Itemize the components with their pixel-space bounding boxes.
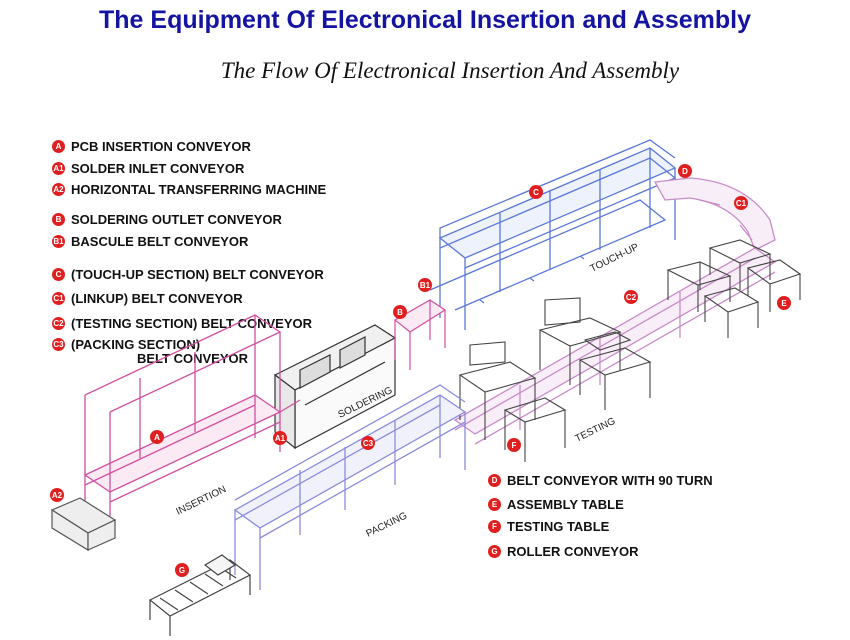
marker-f: F	[507, 438, 521, 452]
marker-c3: C3	[361, 436, 375, 450]
svg-text:C3: C3	[363, 439, 374, 448]
marker-badge: G	[488, 545, 501, 559]
legend-item-b: B SOLDERING OUTLET CONVEYOR	[52, 211, 282, 227]
marker-badge: A	[52, 140, 65, 154]
legend-item-d: D BELT CONVEYOR WITH 90 TURN	[488, 472, 713, 488]
legend-item-a: A PCB INSERTION CONVEYOR	[52, 138, 251, 154]
legend-item-b1: B1 BASCULE BELT CONVEYOR	[52, 233, 248, 249]
testing-tables	[458, 297, 652, 462]
svg-text:A: A	[154, 433, 160, 442]
svg-text:A2: A2	[52, 491, 63, 500]
marker-e: E	[777, 296, 791, 310]
marker-badge: C	[52, 268, 65, 282]
svg-text:A1: A1	[275, 434, 286, 443]
section-label-touch-up: TOUCH-UP	[588, 242, 640, 275]
marker-d: D	[678, 164, 692, 178]
legend-label: BELT CONVEYOR WITH 90 TURN	[507, 473, 713, 489]
soldering-machine	[273, 324, 397, 450]
marker-badge: B1	[52, 235, 65, 249]
marker-badge: A1	[52, 162, 65, 176]
marker-g: G	[175, 563, 189, 577]
legend-item-c: C (TOUCH-UP SECTION) BELT CONVEYOR	[52, 266, 324, 282]
section-label-packing: PACKING	[364, 510, 409, 539]
roller-conveyor-g	[148, 554, 252, 636]
marker-badge: A2	[52, 183, 65, 197]
legend-label: HORIZONTAL TRANSFERRING MACHINE	[71, 182, 327, 198]
legend-item-c2: C2 (TESTING SECTION) BELT CONVEYOR	[52, 315, 312, 331]
marker-c1: C1	[734, 196, 748, 210]
marker-badge: C1	[52, 292, 65, 306]
legend-label: (PACKING SECTION)	[71, 337, 201, 353]
svg-text:F: F	[512, 441, 517, 450]
marker-badge: C2	[52, 317, 65, 331]
assembly-tables	[666, 239, 802, 338]
section-label-testing: TESTING	[573, 416, 617, 445]
legend-label: (TESTING SECTION) BELT CONVEYOR	[71, 316, 312, 332]
svg-text:C: C	[533, 188, 539, 197]
legend-item-e: E ASSEMBLY TABLE	[488, 496, 624, 512]
insertion-conveyor	[83, 314, 301, 535]
legend-label: TESTING TABLE	[507, 519, 610, 535]
legend-item-a2: A2 HORIZONTAL TRANSFERRING MACHINE	[52, 181, 326, 197]
svg-text:E: E	[781, 299, 787, 308]
legend-label: ROLLER CONVEYOR	[507, 544, 639, 560]
page-title: The Equipment Of Electronical Insertion …	[99, 6, 751, 34]
marker-c: C	[529, 185, 543, 199]
legend-label: BASCULE BELT CONVEYOR	[71, 234, 249, 250]
marker-c2: C2	[624, 290, 638, 304]
marker-a1: A1	[273, 431, 287, 445]
outlet-conveyor-b	[393, 299, 447, 370]
marker-badge: E	[488, 498, 501, 512]
turn-conveyor-d	[653, 177, 776, 251]
svg-text:C2: C2	[626, 293, 637, 302]
marker-a2: A2	[50, 488, 64, 502]
legend-item-f: F TESTING TABLE	[488, 518, 609, 534]
marker-badge: C3	[52, 338, 65, 352]
legend-item-c3: C3 (PACKING SECTION)	[52, 336, 200, 352]
svg-text:B1: B1	[420, 281, 431, 290]
section-label-insertion: INSERTION	[174, 484, 228, 518]
marker-a: A	[150, 430, 164, 444]
legend-item-g: G ROLLER CONVEYOR	[488, 543, 638, 559]
legend-label: (LINKUP) BELT CONVEYOR	[71, 291, 243, 307]
legend-label: SOLDER INLET CONVEYOR	[71, 161, 245, 177]
packing-conveyor	[233, 384, 467, 590]
legend-label: (TOUCH-UP SECTION) BELT CONVEYOR	[71, 267, 324, 283]
svg-text:C1: C1	[736, 199, 747, 208]
legend-item-c3-line2: BELT CONVEYOR	[137, 351, 248, 366]
svg-text:B: B	[397, 308, 403, 317]
marker-badge: B	[52, 213, 65, 227]
svg-text:G: G	[179, 566, 185, 575]
marker-badge: F	[488, 520, 501, 534]
transferring-machine-a2	[50, 497, 117, 552]
legend-item-a1: A1 SOLDER INLET CONVEYOR	[52, 160, 244, 176]
page-subtitle: The Flow Of Electronical Insertion And A…	[220, 58, 680, 83]
legend-label: ASSEMBLY TABLE	[507, 497, 624, 513]
marker-b: B	[393, 305, 407, 319]
legend-item-c1: C1 (LINKUP) BELT CONVEYOR	[52, 290, 243, 306]
legend-label: SOLDERING OUTLET CONVEYOR	[71, 212, 282, 228]
svg-text:D: D	[682, 167, 688, 176]
marker-b1: B1	[418, 278, 432, 292]
marker-badge: D	[488, 474, 501, 488]
legend-label: PCB INSERTION CONVEYOR	[71, 139, 251, 155]
touchup-conveyor	[429, 139, 677, 330]
